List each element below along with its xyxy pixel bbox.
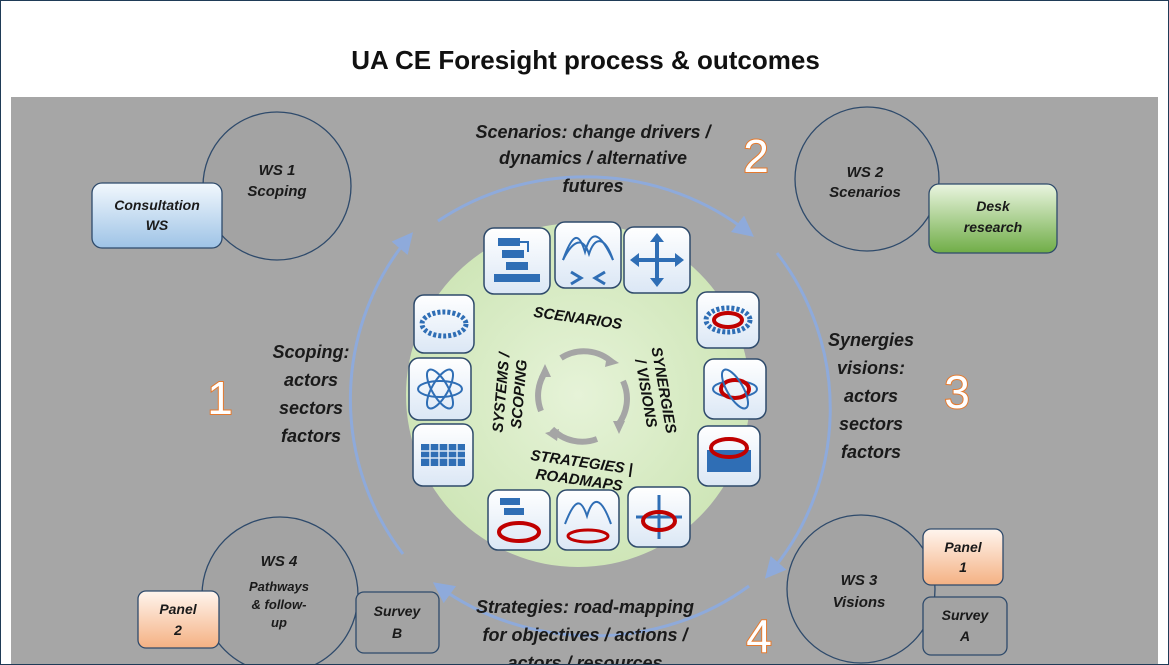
svg-text:futures: futures — [562, 176, 623, 196]
red-flower-icon — [703, 358, 767, 420]
grid-stack-icon — [412, 423, 474, 487]
arrow-ws1-to-ws2 — [437, 175, 754, 237]
svg-text:Strategies: road-mapping: Strategies: road-mapping — [476, 597, 694, 617]
step-number-2: 2 — [743, 130, 769, 182]
ws2-circle: WS 2 Scenarios — [794, 106, 940, 252]
svg-text:Desk: Desk — [976, 198, 1011, 214]
svg-text:dynamics / alternative: dynamics / alternative — [499, 148, 687, 168]
svg-text:factors: factors — [841, 442, 901, 462]
page-title: UA CE Foresight process & outcomes — [351, 45, 820, 75]
ws3-sublabel: Visions — [833, 594, 886, 611]
step1-text: Scoping: actors sectors factors — [273, 342, 350, 446]
step4-text: Strategies: road-mapping for objectives … — [476, 597, 694, 664]
panel1-box: Panel 1 — [922, 528, 1004, 586]
ws3-label: WS 3 — [841, 572, 878, 589]
chain-ring-icon — [413, 294, 475, 354]
arrow-ws2-to-ws3 — [764, 252, 832, 579]
svg-text:B: B — [392, 625, 402, 641]
ws4-circle: WS 4 Pathways & follow- up — [201, 516, 359, 664]
panel2-box: Panel 2 — [137, 590, 220, 649]
svg-text:factors: factors — [281, 426, 341, 446]
svg-text:A: A — [959, 628, 970, 644]
svg-text:Scoping:: Scoping: — [273, 342, 350, 362]
ws4-label: WS 4 — [261, 553, 298, 570]
svg-text:sectors: sectors — [839, 414, 903, 434]
svg-text:SCOPING: SCOPING — [508, 359, 531, 430]
ws4-line2: Pathways — [249, 579, 309, 594]
svg-text:Panel: Panel — [159, 601, 197, 617]
consultation-box: Consultation WS — [91, 182, 223, 249]
step3-text: Synergies visions: actors sectors factor… — [828, 330, 914, 462]
ws3-circle: WS 3 Visions — [786, 514, 936, 664]
red-grid-stack-icon — [697, 425, 761, 487]
svg-text:visions:: visions: — [837, 358, 905, 378]
arrow-ws3-to-ws4 — [432, 582, 750, 638]
step2-text: Scenarios: change drivers / dynamics / a… — [475, 122, 712, 196]
svg-text:sectors: sectors — [279, 398, 343, 418]
center-circle — [406, 223, 750, 567]
curves-red-arrows-icon — [556, 489, 620, 551]
svg-text:research: research — [964, 219, 1022, 235]
center-label-systems: SYSTEMS / SCOPING — [490, 350, 531, 433]
ws1-label: WS 1 — [259, 162, 296, 179]
survey-a-box: Survey A — [922, 596, 1008, 656]
ws2-sublabel: Scenarios — [829, 184, 901, 201]
cycle-arrows — [348, 175, 832, 638]
svg-text:Panel: Panel — [944, 539, 982, 555]
cycle-arrows-icon — [535, 348, 630, 445]
svg-text:1: 1 — [959, 559, 967, 575]
ws1-sublabel: Scoping — [247, 183, 306, 200]
svg-text:for objectives / actions /: for objectives / actions / — [482, 625, 689, 645]
ws2-label: WS 2 — [847, 164, 884, 181]
svg-text:2: 2 — [173, 622, 182, 638]
red-ring-icon — [696, 291, 760, 349]
curves-icon — [554, 221, 622, 289]
svg-text:actors: actors — [284, 370, 338, 390]
svg-text:actors: actors — [844, 386, 898, 406]
svg-text:actors / resources: actors / resources — [507, 653, 662, 664]
ws4-line4: up — [271, 615, 287, 630]
step-number-1: 1 — [207, 372, 233, 424]
icon-tiles — [408, 221, 767, 551]
flower-icon — [408, 357, 472, 421]
desk-research-box: Desk research — [928, 183, 1058, 254]
cross-arrows-red-ring-icon — [627, 486, 691, 548]
ws4-line3: & follow- — [252, 597, 307, 612]
step-number-4: 4 — [746, 610, 772, 662]
svg-text:Survey: Survey — [374, 603, 422, 619]
ws1-circle: WS 1 Scoping — [202, 111, 352, 261]
svg-text:WS: WS — [146, 217, 169, 233]
flowchart-red-ring-icon — [487, 489, 551, 551]
arrow-ws4-to-ws1 — [348, 232, 414, 555]
step-number-3: 3 — [944, 366, 970, 418]
svg-text:Synergies: Synergies — [828, 330, 914, 350]
flowchart-icon — [483, 227, 551, 295]
svg-text:Survey: Survey — [942, 607, 990, 623]
cross-arrows-icon — [623, 226, 691, 294]
svg-text:Scenarios: change drivers /: Scenarios: change drivers / — [475, 122, 712, 142]
svg-text:Consultation: Consultation — [114, 197, 200, 213]
survey-b-box: Survey B — [355, 591, 440, 654]
